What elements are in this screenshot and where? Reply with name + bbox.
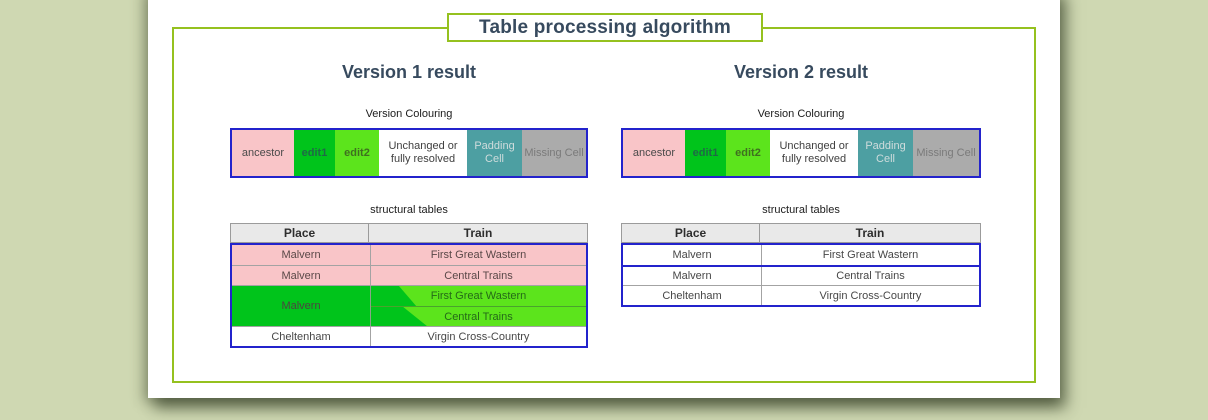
table-header-row: Place Train [230,223,588,243]
train-cell: First Great Wastern [370,245,586,265]
place-cell: Malvern [672,270,712,282]
column-header-place: Place [230,223,368,243]
merged-conflict-rows: Malvern First Great Wastern Central Trai… [232,285,586,326]
legend-missing-cell-swatch: Missing Cell [913,130,979,176]
train-cell-label: Central Trains [444,310,513,323]
legend-ancestor-swatch: ancestor [623,130,685,176]
table-row: Cheltenham Virgin Cross-Country [232,326,586,346]
train-cell: First Great Wastern [761,245,979,265]
version2-panel: Version 2 result Version Colouring ances… [621,62,981,307]
version1-colour-legend: ancestor edit1 edit2 Unchanged or fully … [230,128,588,178]
train-cell: Virgin Cross-Country [761,286,979,305]
merged-place-cell: Malvern [232,286,370,326]
place-cell: Malvern [672,249,712,261]
legend-edit2-swatch: edit2 [726,130,770,176]
legend-unchanged-swatch: Unchanged or fully resolved [770,130,858,176]
version1-heading: Version 1 result [341,62,477,82]
legend-edit2-swatch: edit2 [335,130,379,176]
version2-structural-table: Place Train Malvern First Great Wastern … [621,223,981,307]
train-cell: Central Trains [761,267,979,285]
version2-colouring-label: Version Colouring [757,108,845,120]
version2-table-body: Malvern First Great Wastern Malvern Cent… [621,243,981,307]
column-header-train: Train [759,223,981,243]
legend-padding-cell-swatch: Padding Cell [858,130,913,176]
train-cell-edit-variant: First Great Wastern [371,286,586,306]
column-header-train: Train [368,223,588,243]
version1-structural-table: Place Train Malvern First Great Wastern … [230,223,588,348]
legend-missing-cell-swatch: Missing Cell [522,130,586,176]
version1-panel: Version 1 result Version Colouring ances… [230,62,588,348]
table-row: Malvern Central Trains [623,265,979,285]
train-cell: Central Trains [370,266,586,285]
legend-ancestor-swatch: ancestor [232,130,294,176]
table-row: Cheltenham Virgin Cross-Country [623,285,979,305]
version1-table-body: Malvern First Great Wastern Malvern Cent… [230,243,588,348]
merged-train-cells: First Great Wastern Central Trains [370,286,586,326]
place-cell: Cheltenham [271,330,331,343]
train-cell: Virgin Cross-Country [370,327,586,346]
legend-edit1-swatch: edit1 [294,130,335,176]
table-row: Malvern Central Trains [232,265,586,285]
table-header-row: Place Train [621,223,981,243]
version1-colouring-label: Version Colouring [365,108,453,120]
legend-padding-cell-swatch: Padding Cell [467,130,522,176]
version2-colour-legend: ancestor edit1 edit2 Unchanged or fully … [621,128,981,178]
place-cell: Malvern [281,269,321,282]
column-header-place: Place [621,223,759,243]
place-cell: Malvern [281,249,321,261]
place-cell: Cheltenham [662,289,722,302]
version2-tables-label: structural tables [762,204,840,216]
version1-tables-label: structural tables [370,204,448,216]
diagram-title: Table processing algorithm [447,13,763,42]
legend-unchanged-swatch: Unchanged or fully resolved [379,130,467,176]
legend-edit1-swatch: edit1 [685,130,726,176]
table-row: Malvern First Great Wastern [232,245,586,265]
train-cell-label: First Great Wastern [430,290,527,302]
version2-heading: Version 2 result [733,62,869,82]
train-cell-edit-variant: Central Trains [371,306,586,326]
table-row: Malvern First Great Wastern [623,245,979,265]
